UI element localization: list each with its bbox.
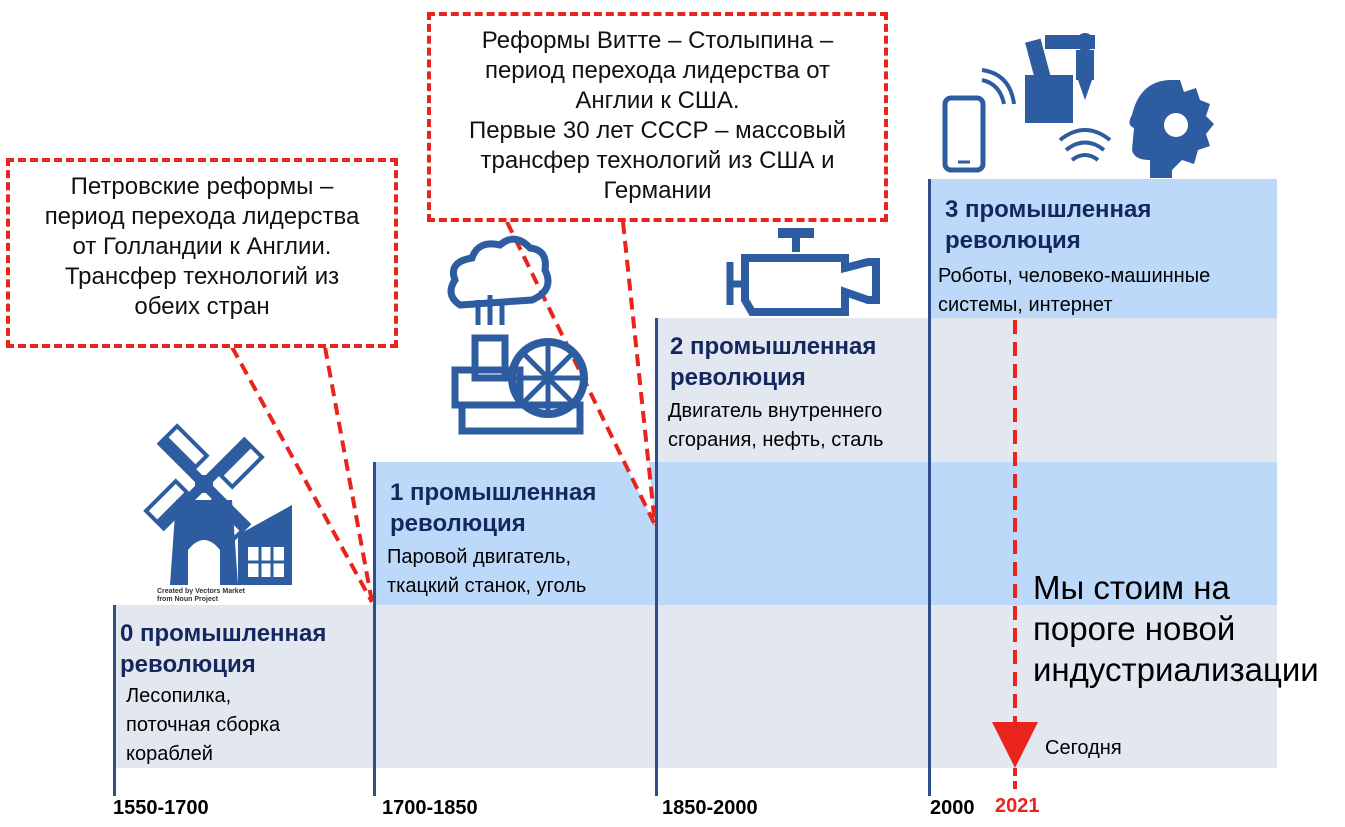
today-label: Сегодня [1045,737,1122,759]
boundary-line-1 [373,462,376,796]
era-2-title: 2 промышленная революция [670,333,877,391]
today-year: 2021 [995,795,1040,817]
era-2-description: Двигатель внутреннего сгорания, нефть, с… [668,400,884,451]
band-era-0 [114,605,1277,768]
era-1-title: 1 промышленная революция [390,479,597,537]
icon-credit: Created by Vectors Market from Noun Proj… [157,588,245,603]
petrine-callout-pointer [230,346,374,603]
era-0-title: 0 промышленная революция [120,620,327,678]
petrine-reforms-callout: Петровские реформы – период перехода лид… [6,158,398,348]
industrialization-statement: Мы стоим на пороге новой индустриализаци… [1033,569,1319,688]
era-3-title: 3 промышленная революция [945,196,1152,254]
era-0-description: Лесопилка, поточная сборка кораблей [126,685,281,765]
band-era-2 [657,318,1277,462]
period-label-1: 1700-1850 [382,797,478,819]
boundary-line-3 [928,179,931,796]
band-era-3 [930,179,1277,318]
boundary-line-0 [113,605,116,796]
era-1-description: Паровой двигатель, ткацкий станок, уголь [387,546,587,597]
today-arrow-icon [992,320,1038,790]
period-label-0: 1550-1700 [113,797,209,819]
period-label-2: 1850-2000 [662,797,758,819]
steam-engine-icon [447,235,588,435]
boundary-line-2 [655,318,658,796]
period-label-3: 2000 [930,797,975,819]
band-era-1 [375,462,1277,605]
era-3-description: Роботы, человеко-машинные системы, интер… [938,265,1211,316]
windmill-factory-icon [143,423,292,585]
robot-smartphone-ai-icon [942,33,1214,178]
witte-stolypin-callout: Реформы Витте – Столыпина – период перех… [427,12,888,222]
engine-icon [726,228,880,316]
